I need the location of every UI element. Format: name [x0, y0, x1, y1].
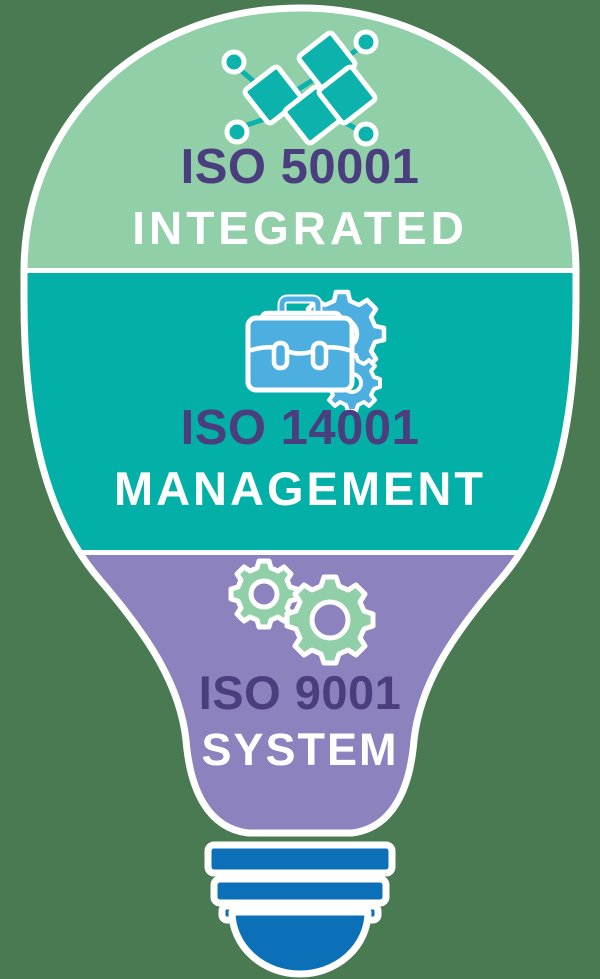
base-ring-1: [204, 841, 396, 877]
network-nodes-icon: [221, 29, 379, 147]
gear-small: [228, 558, 300, 630]
band-divider-top: [24, 268, 576, 273]
band-divider-bottom: [24, 550, 576, 555]
bulb-outline: [20, 4, 580, 837]
base-ring-2: [210, 875, 390, 907]
bulb-screw-base: [204, 841, 396, 978]
two-gears-icon: [228, 558, 376, 666]
base-tip: [228, 908, 372, 978]
briefcase-gears-icon: [245, 289, 387, 413]
gear-large: [284, 574, 376, 666]
